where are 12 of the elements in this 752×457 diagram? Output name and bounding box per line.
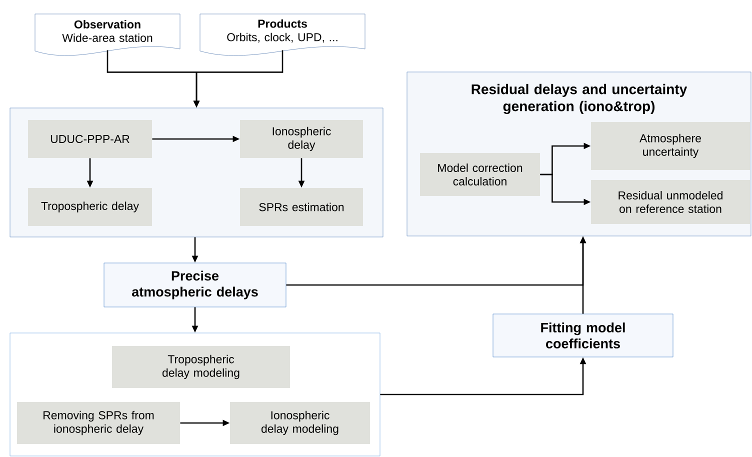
process-box: Removing SPRs from ionospheric delay — [17, 402, 180, 444]
process-box: Residual unmodeled on reference station — [591, 180, 750, 224]
process-box: Tropospheric delay modeling — [112, 346, 290, 388]
process-box: SPRs estimation — [240, 188, 363, 226]
process-box: Atmosphere uncertainty — [591, 122, 750, 170]
process-box: UDUC-PPP-AR — [28, 120, 152, 158]
result-box: Precise atmospheric delays — [104, 262, 286, 308]
process-box: Ionospheric delay — [240, 120, 363, 158]
result-box: Fitting model coefficients — [492, 314, 674, 358]
process-box: Ionospheric delay modeling — [230, 402, 370, 444]
process-box: Model correction calculation — [420, 153, 540, 196]
process-box: Tropospheric delay — [28, 188, 152, 226]
